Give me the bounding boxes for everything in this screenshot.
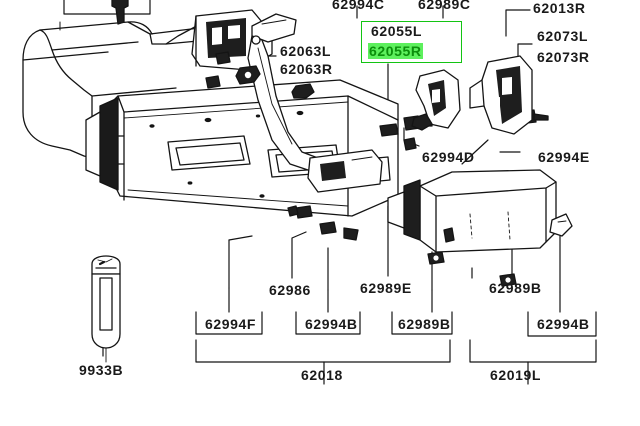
label-62989b-right: 62989B (489, 280, 542, 296)
label-62994d: 62994D (422, 149, 475, 165)
label-62994b-right: 62994B (537, 316, 590, 332)
label-62994e: 62994E (538, 149, 590, 165)
label-62986: 62986 (269, 282, 311, 298)
label-62989c: 62989C (418, 0, 471, 12)
label-62055l: 62055L (371, 23, 423, 39)
label-62989b: 62989B (398, 316, 451, 332)
label-62994b: 62994B (305, 316, 358, 332)
label-62994f: 62994F (205, 316, 257, 332)
label-62019l: 62019L (490, 367, 542, 383)
label-62073r: 62073R (537, 49, 590, 65)
label-62994c: 62994C (332, 0, 385, 12)
label-62989e: 62989E (360, 280, 412, 296)
label-62055r-highlighted[interactable]: 62055R (368, 43, 423, 59)
label-9933b: 9933B (79, 362, 124, 378)
label-62063r: 62063R (280, 61, 333, 77)
label-62073l: 62073L (537, 28, 589, 44)
label-62063l: 62063L (280, 43, 332, 59)
highlight-box (361, 21, 462, 63)
label-62018: 62018 (301, 367, 343, 383)
label-62013r: 62013R (533, 0, 586, 16)
